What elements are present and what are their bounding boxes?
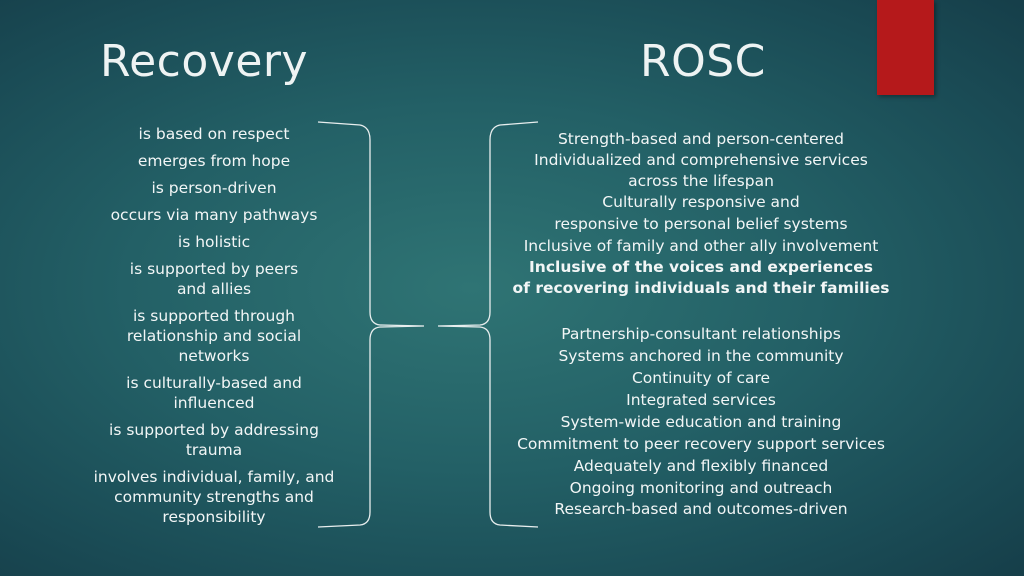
rosc-item: Systems anchored in the community xyxy=(558,347,844,365)
recovery-item: emerges from hope xyxy=(137,152,291,170)
spacer xyxy=(500,299,902,323)
rosc-item: Research-based and outcomes-driven xyxy=(554,500,848,518)
rosc-heading: ROSC xyxy=(640,36,766,87)
recovery-list: is based on respect emerges from hope is… xyxy=(80,124,348,534)
rosc-item: Ongoing monitoring and outreach xyxy=(569,479,833,497)
right-brace xyxy=(437,121,539,528)
recovery-item: is supported through relationship and so… xyxy=(126,307,302,365)
rosc-item: Integrated services xyxy=(626,391,776,409)
rosc-list: Strength-based and person-centered Indiv… xyxy=(500,128,902,520)
recovery-item: is person-driven xyxy=(151,179,277,197)
recovery-heading: Recovery xyxy=(100,36,309,87)
rosc-item-emphasis: Inclusive of the voices and experiences … xyxy=(512,258,890,297)
rosc-item: Culturally responsive and responsive to … xyxy=(554,193,848,233)
recovery-item: is culturally-based and influenced xyxy=(126,374,302,412)
rosc-item: Partnership-consultant relationships xyxy=(561,325,841,343)
recovery-item: occurs via many pathways xyxy=(110,206,318,224)
recovery-item: is based on respect xyxy=(138,125,290,143)
rosc-item: Strength-based and person-centered xyxy=(557,130,845,148)
left-brace xyxy=(317,121,425,528)
accent-bar xyxy=(877,0,934,95)
rosc-item: Inclusive of family and other ally invol… xyxy=(523,237,879,255)
rosc-item: Continuity of care xyxy=(631,369,771,387)
recovery-item: involves individual, family, and communi… xyxy=(93,468,335,526)
rosc-item: System-wide education and training xyxy=(560,413,842,431)
rosc-item: Commitment to peer recovery support serv… xyxy=(517,435,885,453)
rosc-item: Individualized and comprehensive service… xyxy=(534,151,868,190)
recovery-item: is supported by addressing trauma xyxy=(109,421,319,459)
recovery-item: is supported by peers and allies xyxy=(129,260,299,298)
rosc-item: Adequately and flexibly financed xyxy=(573,457,829,475)
recovery-item: is holistic xyxy=(177,233,251,251)
